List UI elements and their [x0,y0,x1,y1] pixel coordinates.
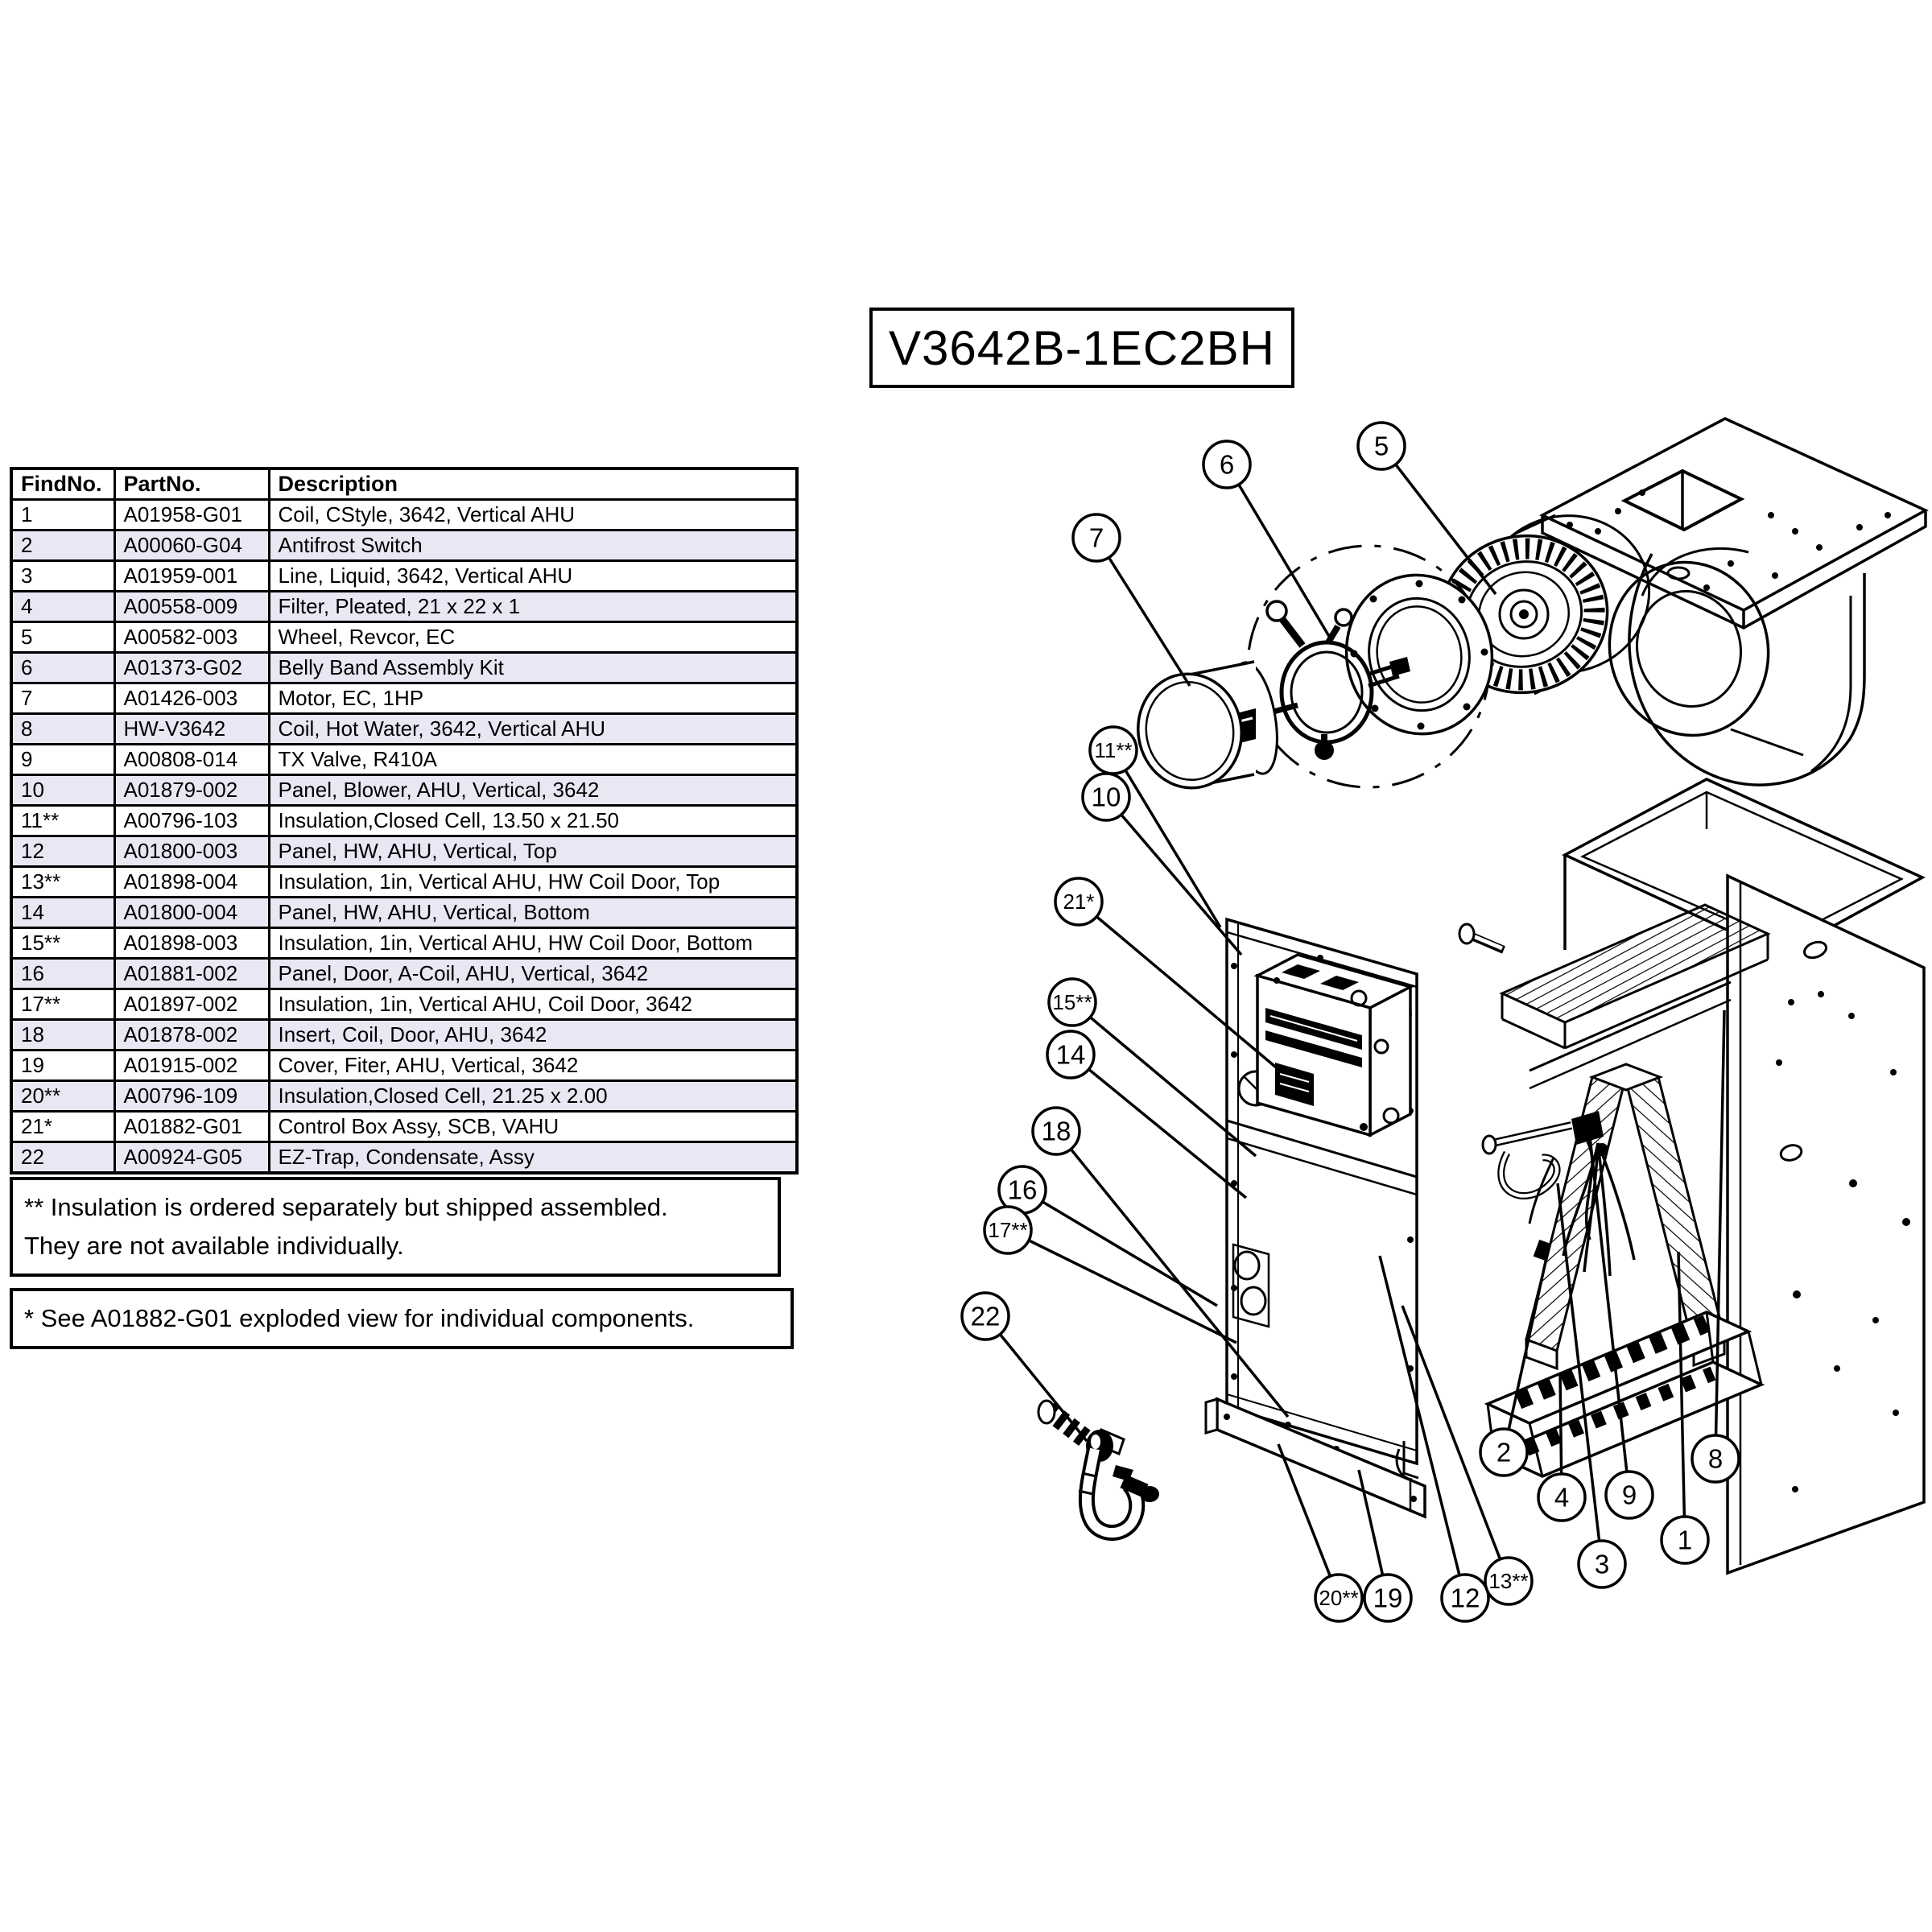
parts-table-header: FindNo.PartNo.Description [10,467,799,501]
column-header: Description [267,467,799,501]
callout-8: 8 [1690,1009,1740,1484]
svg-text:8: 8 [1708,1444,1723,1474]
callout-19: 19 [1357,1469,1413,1623]
svg-text:22: 22 [971,1302,1001,1331]
callout-6: 6 [1202,440,1331,638]
callout-2: 2 [1479,1253,1549,1477]
svg-text:1: 1 [1678,1525,1692,1555]
callout-1: 1 [1660,1251,1710,1565]
ez-trap [1037,1399,1159,1541]
svg-text:15**: 15** [1052,990,1092,1014]
svg-text:16: 16 [1008,1175,1038,1205]
callout-16: 16 [997,1165,1218,1307]
svg-text:21*: 21* [1063,890,1094,914]
callout-10: 10 [1081,772,1243,956]
model-number: V3642B-1EC2BH [889,320,1275,375]
svg-text:19: 19 [1373,1583,1403,1613]
svg-text:9: 9 [1622,1480,1637,1510]
column-header: PartNo. [113,467,270,501]
insulation-note: ** Insulation is ordered separately but … [10,1177,781,1278]
callout-20ss: 20** [1277,1443,1364,1623]
belly-band-clamp [1265,600,1410,760]
blower-top-plate [1539,417,1929,630]
callout-4: 4 [1537,1373,1587,1522]
svg-text:4: 4 [1554,1483,1569,1513]
callout-5: 5 [1356,421,1497,596]
svg-text:17**: 17** [988,1218,1027,1242]
control-box [1253,953,1414,1137]
callout-12: 12 [1378,1255,1490,1623]
svg-text:7: 7 [1089,523,1104,553]
svg-text:14: 14 [1056,1040,1086,1070]
control-box-note: * See A01882-G01 exploded view for indiv… [10,1288,794,1350]
svg-text:2: 2 [1496,1438,1511,1468]
svg-text:18: 18 [1042,1117,1071,1146]
svg-text:12: 12 [1451,1583,1480,1613]
callout-17ss: 17** [983,1205,1237,1344]
svg-text:13**: 13** [1488,1569,1528,1593]
callout-18: 18 [1031,1106,1290,1418]
callout-21s: 21* [1054,877,1282,1072]
svg-text:6: 6 [1220,450,1234,480]
blower-housing [1608,547,1866,786]
callout-3: 3 [1556,1183,1627,1589]
callout-22: 22 [960,1291,1088,1443]
svg-text:3: 3 [1595,1550,1609,1579]
callout-7: 7 [1071,513,1191,687]
column-header: FindNo. [10,467,116,501]
callout-9: 9 [1588,1136,1654,1520]
svg-text:20**: 20** [1319,1586,1358,1610]
svg-text:10: 10 [1092,782,1121,812]
insulation-note-line1: ** Insulation is ordered separately but … [24,1193,668,1221]
insulation-note-line2: They are not available individually. [24,1232,404,1261]
callout-13ss: 13** [1401,1305,1534,1606]
hot-water-coil [1458,903,1771,1090]
callout-15ss: 15** [1047,977,1257,1158]
control-box-note-text: * See A01882-G01 exploded view for indiv… [24,1304,695,1332]
callout-11ss: 11** [1088,725,1222,928]
motor-mount-ring [1344,573,1494,736]
model-title-box: V3642B-1EC2BH [869,308,1294,388]
txv-piping [1481,1111,1636,1277]
svg-text:11**: 11** [1094,738,1132,762]
filter-cover [1204,1397,1426,1519]
callout-14: 14 [1046,1030,1248,1199]
svg-text:5: 5 [1374,431,1389,461]
motor [1137,660,1298,790]
cabinet-side-panel [1726,873,1926,1575]
